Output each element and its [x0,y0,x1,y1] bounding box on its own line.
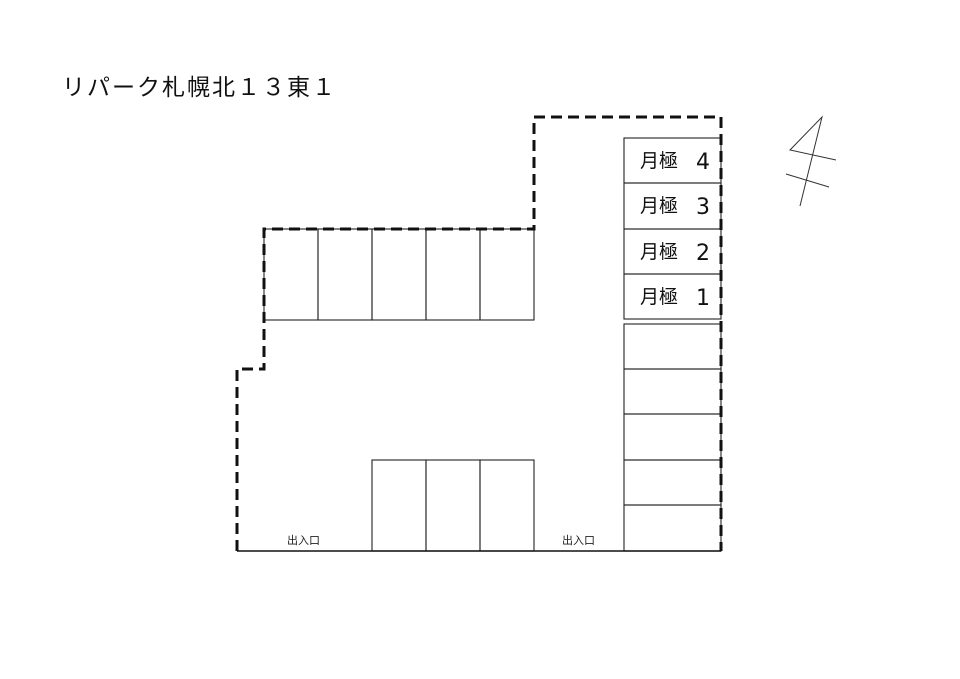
monthly-label: 月極 [640,241,678,263]
stall-row-top-left [263,228,535,321]
parking-stall [623,413,722,461]
parking-stall [623,323,722,370]
parking-stall [425,459,481,552]
stall-row-bottom-middle [371,459,535,552]
parking-stall [425,228,481,321]
entrance-label: 出入口 [562,533,595,547]
lot-boundary [235,115,723,551]
parking-stall [371,459,427,552]
parking-stall [317,228,373,321]
page-title: リパーク札幌北１３東１ [62,75,337,101]
north-arrow-icon [785,115,837,207]
monthly-number: 3 [696,195,710,220]
parking-stall [479,228,535,321]
parking-stall [479,459,535,552]
monthly-number: 4 [696,150,710,175]
stall-column-right [623,323,722,552]
monthly-label: 月極 [640,195,678,217]
parking-stall [623,368,722,415]
monthly-number: 2 [696,241,710,266]
monthly-number: 1 [696,286,710,311]
entrance-label: 出入口 [287,533,320,547]
parking-stall [623,504,722,552]
monthly-stall-column: 月極 4 月極 3 月極 2 月極 1 [623,137,722,320]
parking-stall [371,228,427,321]
parking-stall [263,228,319,321]
monthly-label: 月極 [640,150,678,172]
monthly-label: 月極 [640,286,678,308]
parking-stall [623,459,722,506]
